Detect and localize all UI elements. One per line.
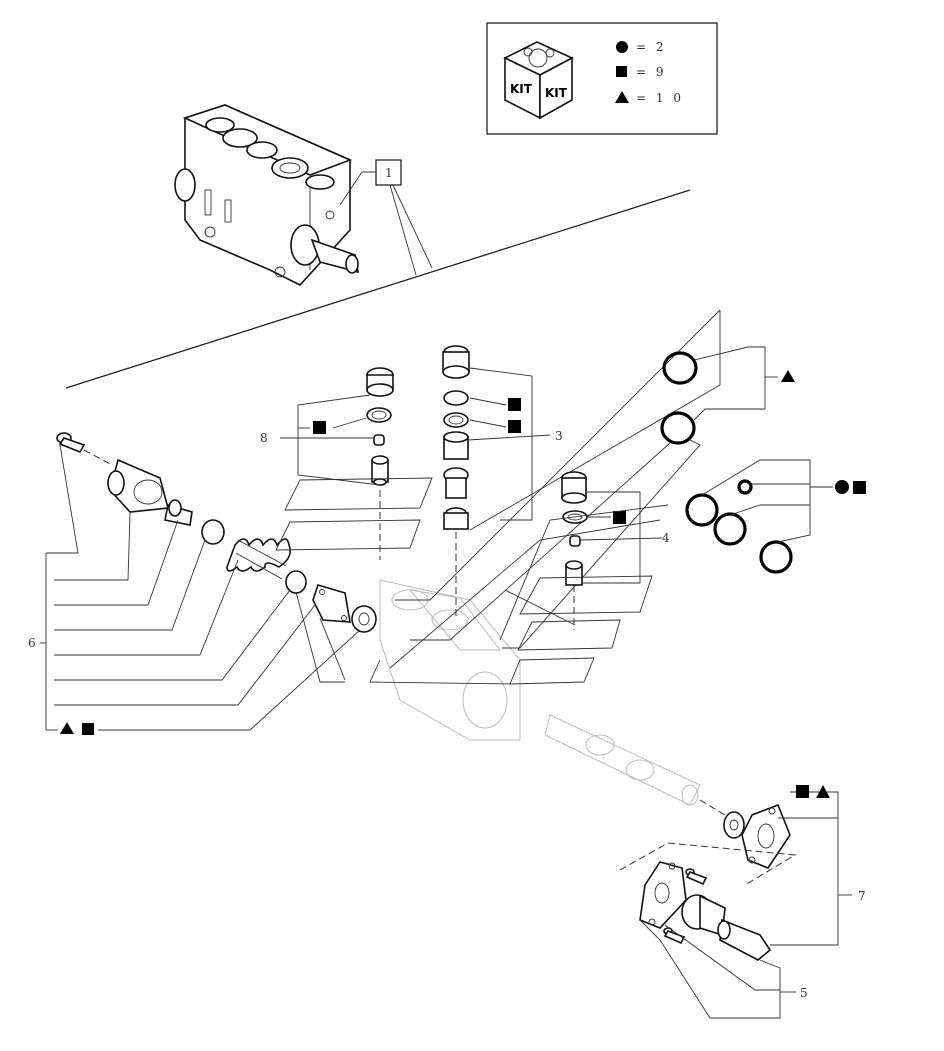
poppet-icon	[565, 560, 583, 586]
ball-icon	[373, 434, 385, 446]
square-symbol-icon	[508, 420, 521, 433]
triangle-symbol-icon	[816, 785, 830, 798]
triangle-symbol-icon	[60, 722, 74, 734]
plug-icon	[561, 471, 587, 504]
flange-plate-icon	[741, 803, 791, 869]
square-symbol-icon	[508, 398, 521, 411]
large-o-ring-icon	[660, 411, 696, 445]
valve-body-illustration	[174, 104, 360, 286]
legend-triangle-text: = 1 0	[636, 91, 684, 105]
screw-icon	[56, 432, 86, 454]
spool-pin-icon	[164, 499, 193, 526]
clevis-icon	[717, 918, 772, 961]
kit-box-icon: KIT KIT	[503, 41, 574, 120]
screw-icon	[685, 868, 708, 886]
o-ring-kit-circle-square	[685, 459, 866, 574]
spring-seat-icon	[285, 570, 307, 594]
callout-3-label: 3	[555, 429, 563, 443]
plug-icon	[366, 367, 394, 397]
o-ring-icon	[713, 512, 747, 546]
kit-label-left: KIT	[510, 82, 533, 96]
square-symbol-icon	[853, 481, 866, 494]
small-o-ring-icon	[737, 479, 753, 495]
square-symbol-icon	[616, 66, 627, 77]
check-valve-group-3: 3	[395, 309, 721, 620]
kit-label-right: KIT	[545, 86, 568, 100]
cover-plate-icon	[639, 861, 687, 929]
o-ring-icon	[366, 407, 392, 423]
flange-plate-icon	[312, 584, 351, 623]
spring-cup-icon	[201, 519, 225, 545]
end-cover-group: 7 5	[619, 785, 866, 1019]
triangle-symbol-icon	[781, 370, 795, 382]
callout-6-label: 6	[28, 636, 36, 650]
callout-4-label: 4	[662, 531, 670, 545]
callout-1-label: 1	[385, 166, 393, 180]
o-ring-icon	[685, 493, 719, 527]
circle-symbol-icon	[835, 480, 849, 494]
square-symbol-icon	[313, 421, 326, 434]
o-ring-icon	[443, 412, 469, 428]
section-divider	[65, 189, 691, 389]
legend-frame	[486, 22, 718, 135]
triangle-symbol-icon	[615, 91, 629, 103]
left-parts-group: 6	[28, 432, 377, 735]
screw-icon	[663, 927, 686, 945]
plug-icon	[442, 345, 470, 379]
valve-body-ghost	[379, 579, 701, 806]
callout-1: 1	[339, 159, 433, 276]
kit-legend: KIT KIT = 2 = 9 = 1 0	[486, 22, 718, 135]
callout-8-label: 8	[260, 431, 268, 445]
square-symbol-icon	[82, 723, 94, 735]
poppet-icon	[371, 455, 389, 486]
ball-icon	[569, 535, 581, 547]
check-valve-group-4: 4	[369, 471, 670, 685]
square-symbol-icon	[796, 785, 809, 798]
o-ring-kit-triangle	[410, 346, 795, 649]
circle-symbol-icon	[616, 41, 628, 53]
end-cap-icon	[107, 458, 170, 513]
large-o-ring-icon	[662, 351, 698, 385]
o-ring-icon	[759, 540, 793, 574]
o-ring-icon	[443, 390, 469, 406]
seat-icon	[443, 507, 469, 530]
check-valve-group-8: 8	[260, 367, 433, 560]
washer-icon	[351, 605, 377, 633]
callout-5-label: 5	[800, 986, 808, 1000]
callout-7-label: 7	[858, 889, 866, 903]
spring-icon	[226, 538, 292, 580]
legend-square-text: = 9	[636, 65, 667, 79]
sleeve-icon	[443, 467, 469, 499]
legend-circle-text: = 2	[636, 40, 667, 54]
poppet-icon	[443, 431, 469, 460]
square-symbol-icon	[613, 511, 626, 524]
washer-icon	[723, 811, 745, 839]
